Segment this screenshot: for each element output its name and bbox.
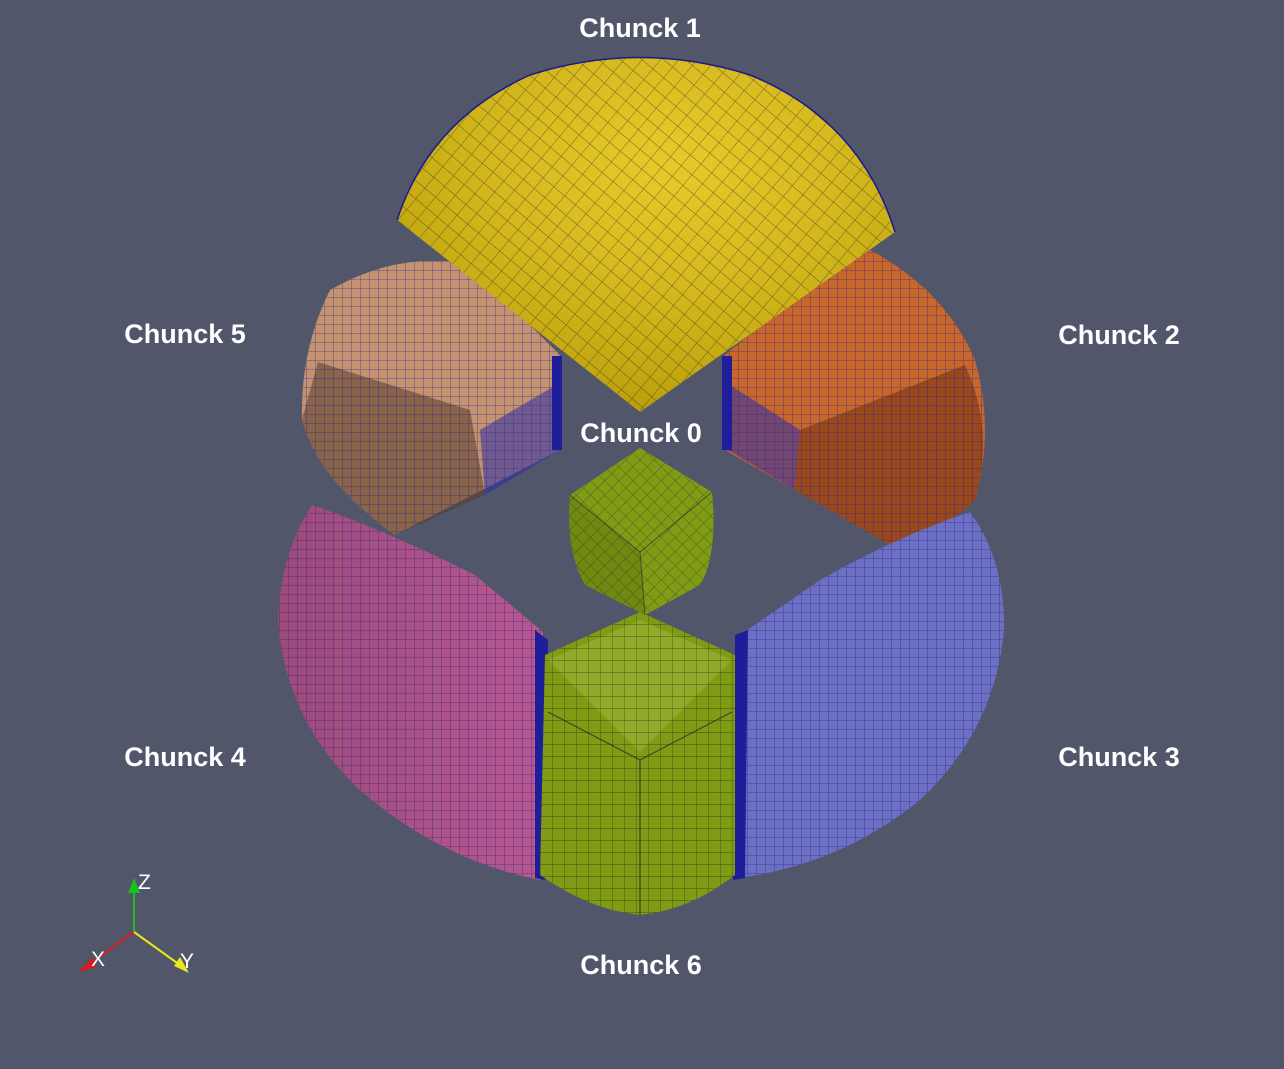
- chunk-5-mesh: [301, 260, 562, 535]
- chunk-1-label: Chunck 1: [579, 13, 701, 43]
- chunk-0-label: Chunck 0: [580, 418, 702, 448]
- chunk-0-mesh: [569, 448, 714, 616]
- chunk-3-label: Chunck 3: [1058, 742, 1180, 772]
- chunk-6-label: Chunck 6: [580, 950, 702, 980]
- z-axis-label: Z: [138, 871, 151, 894]
- chunk-2-label: Chunck 2: [1058, 320, 1180, 350]
- chunk-4-label: Chunck 4: [124, 742, 246, 772]
- y-axis-label: Y: [180, 950, 194, 973]
- orientation-axes: Z X Y: [78, 871, 194, 973]
- chunk-3-mesh: [733, 512, 1005, 880]
- chunk-4-mesh: [278, 505, 548, 880]
- x-axis-label: X: [91, 948, 105, 971]
- chunk-2-mesh: [722, 250, 985, 545]
- chunk-5-label: Chunck 5: [124, 319, 246, 349]
- chunk-1-mesh: [396, 56, 896, 412]
- chunk-6-mesh: [540, 612, 735, 915]
